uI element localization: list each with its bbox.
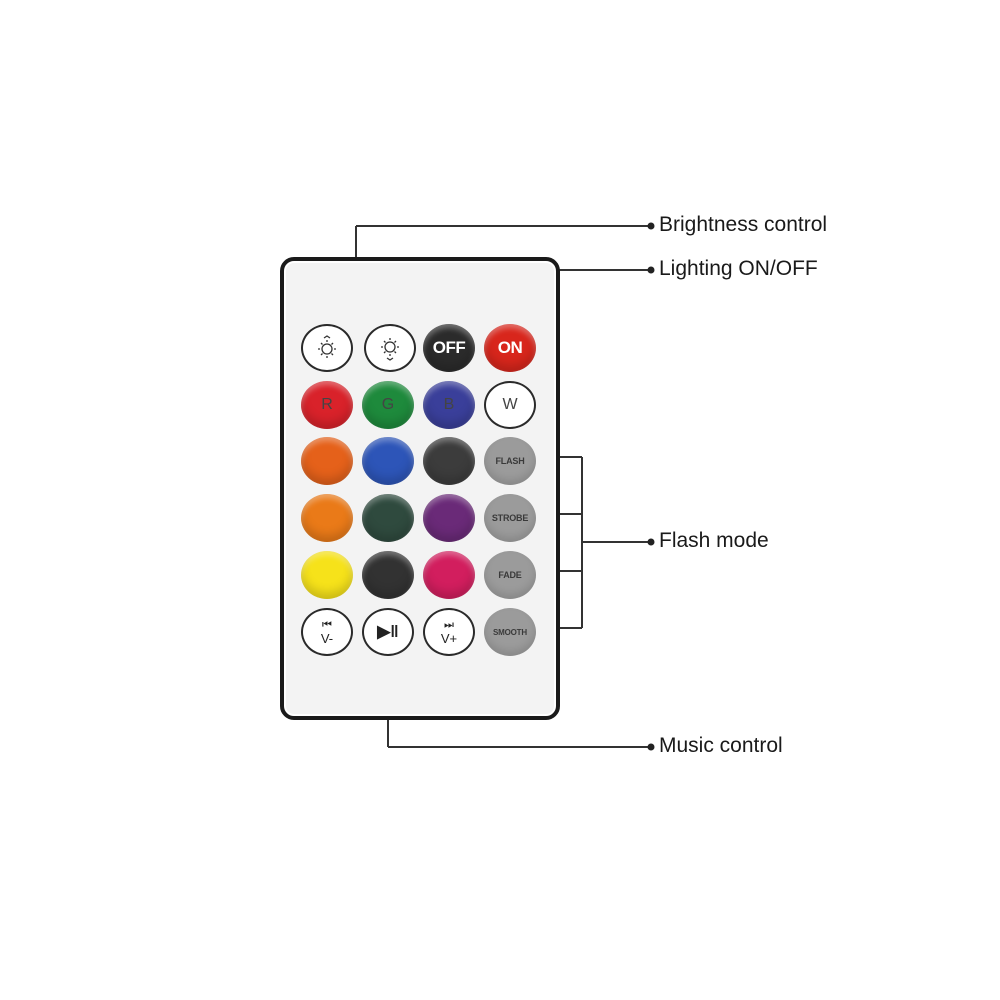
- flash-button[interactable]: FLASH: [484, 437, 536, 485]
- color-button-orange-red[interactable]: [301, 437, 353, 485]
- volume-down-label: V-: [320, 630, 334, 646]
- w-label: W: [502, 396, 518, 413]
- smooth-label: SMOOTH: [493, 627, 527, 637]
- fade-button[interactable]: FADE: [484, 551, 536, 599]
- strobe-button[interactable]: STROBE: [484, 494, 536, 542]
- play-pause-icon: ▶‖: [377, 622, 399, 641]
- volume-up-label: V+: [440, 630, 458, 646]
- previous-icon: ⏮: [322, 618, 332, 631]
- off-label: OFF: [432, 338, 466, 357]
- next-icon: ⏭: [444, 618, 454, 631]
- flash-label: FLASH: [495, 456, 525, 466]
- sun-bright-icon: [381, 338, 399, 361]
- color-button-royal-blue[interactable]: [362, 437, 414, 485]
- brightness-down-button[interactable]: [301, 324, 353, 372]
- green-button[interactable]: G: [362, 381, 414, 429]
- music-callout: Music control: [659, 734, 783, 757]
- color-button-dark-gray[interactable]: [362, 551, 414, 599]
- brightness-up-button[interactable]: [364, 324, 416, 372]
- off-button[interactable]: OFF: [423, 324, 475, 372]
- strobe-label: STROBE: [491, 513, 529, 523]
- fade-label: FADE: [498, 570, 522, 580]
- color-button-orange[interactable]: [301, 494, 353, 542]
- color-button-pink[interactable]: [423, 551, 475, 599]
- color-button-dark-teal[interactable]: [362, 494, 414, 542]
- color-button-charcoal[interactable]: [423, 437, 475, 485]
- b-label: B: [443, 396, 455, 413]
- blue-button[interactable]: B: [423, 381, 475, 429]
- next-vol-up-button[interactable]: ⏭ V+: [423, 608, 475, 656]
- prev-vol-down-button[interactable]: ⏮ V-: [301, 608, 353, 656]
- smooth-button[interactable]: SMOOTH: [484, 608, 536, 656]
- color-button-purple[interactable]: [423, 494, 475, 542]
- color-button-yellow[interactable]: [301, 551, 353, 599]
- r-label: R: [321, 396, 333, 413]
- lighting-callout: Lighting ON/OFF: [659, 257, 818, 280]
- brightness-callout: Brightness control: [659, 213, 828, 236]
- g-label: G: [381, 396, 395, 413]
- red-button[interactable]: R: [301, 381, 353, 429]
- on-label: ON: [497, 338, 523, 357]
- sun-dim-icon: [318, 335, 336, 358]
- flash-callout: Flash mode: [659, 529, 769, 552]
- play-pause-button[interactable]: ▶‖: [362, 608, 414, 656]
- white-button[interactable]: W: [484, 381, 536, 429]
- on-button[interactable]: ON: [484, 324, 536, 372]
